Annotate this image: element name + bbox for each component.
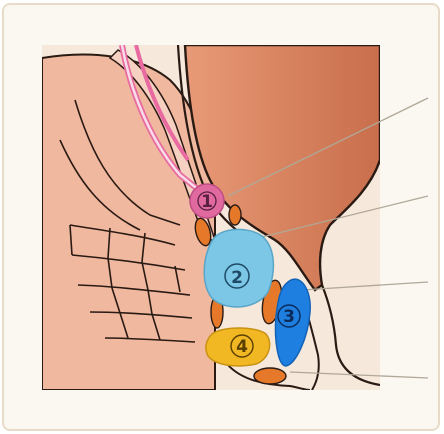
marker-1: 1 [190,184,224,218]
marker-1-label: 1 [201,192,213,212]
marker-4: 4 [206,328,270,366]
marker-4-label: 4 [236,337,248,357]
marker-3-label: 3 [283,307,295,327]
marker-2: 2 [204,229,273,307]
levator-muscle [42,54,215,390]
marker-2-label: 2 [231,268,243,288]
